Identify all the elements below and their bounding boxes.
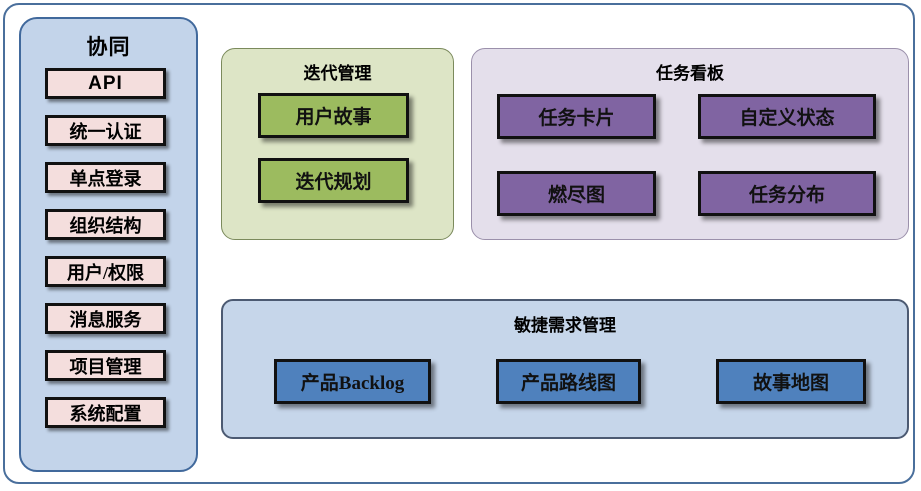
sidebar-item-user-permission[interactable]: 用户/权限 — [45, 256, 166, 287]
box-task-distribution[interactable]: 任务分布 — [698, 171, 876, 216]
panel-task-board: 任务看板 任务卡片 自定义状态 燃尽图 任务分布 — [471, 48, 909, 240]
box-story-map[interactable]: 故事地图 — [716, 359, 866, 404]
sidebar-item-system-config[interactable]: 系统配置 — [45, 397, 166, 428]
box-burndown-chart[interactable]: 燃尽图 — [497, 171, 656, 216]
sidebar-title: 协同 — [86, 36, 131, 59]
panel-taskboard-title: 任务看板 — [656, 64, 724, 83]
sidebar-item-unified-auth[interactable]: 统一认证 — [45, 115, 166, 146]
panel-agile-requirement-management: 敏捷需求管理 产品Backlog 产品路线图 故事地图 — [221, 299, 909, 439]
sidebar-collaboration-panel: 协同 API 统一认证 单点登录 组织结构 用户/权限 消息服务 项目管理 系统… — [19, 17, 198, 472]
sidebar-item-project-management[interactable]: 项目管理 — [45, 350, 166, 381]
sidebar-item-api[interactable]: API — [45, 68, 166, 99]
panel-agile-title: 敏捷需求管理 — [514, 316, 616, 335]
box-product-backlog[interactable]: 产品Backlog — [274, 359, 431, 404]
box-task-card[interactable]: 任务卡片 — [497, 94, 656, 139]
box-product-roadmap[interactable]: 产品路线图 — [496, 359, 641, 404]
diagram-outer-frame: 协同 API 统一认证 单点登录 组织结构 用户/权限 消息服务 项目管理 系统… — [3, 3, 915, 484]
sidebar-item-message-service[interactable]: 消息服务 — [45, 303, 166, 334]
box-custom-status[interactable]: 自定义状态 — [698, 94, 876, 139]
panel-iteration-management: 迭代管理 用户故事 迭代规划 — [221, 48, 454, 240]
panel-iteration-title: 迭代管理 — [303, 64, 372, 83]
sidebar-item-org-structure[interactable]: 组织结构 — [45, 209, 166, 240]
box-user-story[interactable]: 用户故事 — [258, 93, 409, 138]
sidebar-item-single-sign-on[interactable]: 单点登录 — [45, 162, 166, 193]
box-iteration-planning[interactable]: 迭代规划 — [258, 158, 409, 203]
